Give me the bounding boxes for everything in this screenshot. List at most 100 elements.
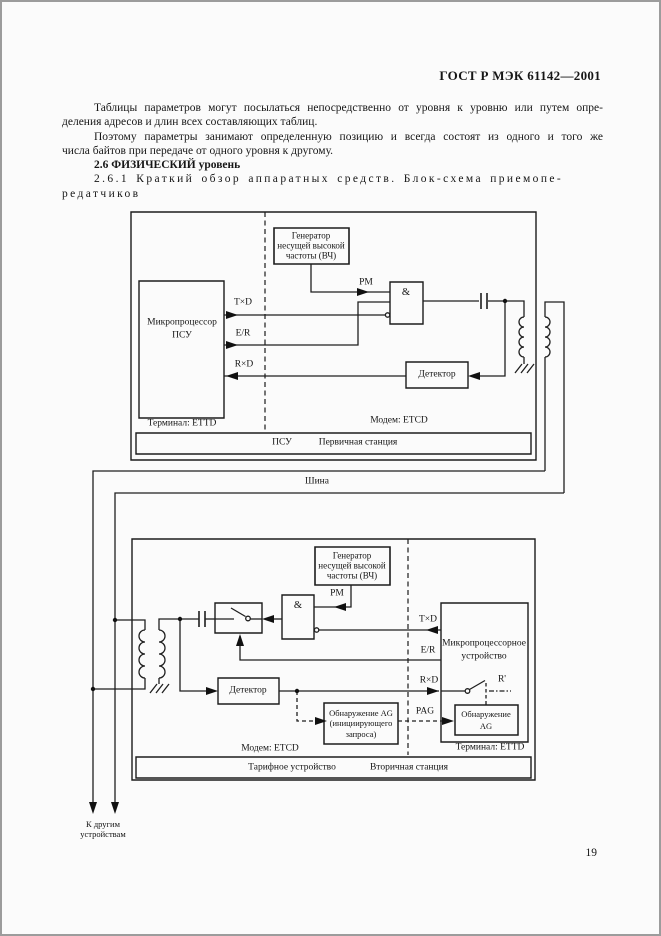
signal-rxd-label: R×D	[419, 675, 439, 686]
arrowhead-detector-1	[468, 372, 480, 380]
hf-generator-box-1	[274, 228, 349, 264]
wire-to-coil-1	[488, 301, 524, 317]
primary-station-bar	[136, 433, 531, 454]
wire-ag-dashed	[297, 691, 315, 721]
ag-request-detect-label: запроса)	[345, 728, 377, 739]
modem-etcd-label: Модем: ETCD	[370, 415, 428, 426]
microprocessor-device-label: Микропроцессорное	[442, 638, 526, 649]
modem-etcd-label: Модем: ETCD	[241, 743, 299, 754]
doc-code: ГОСТ Р МЭК 61142—2001	[439, 68, 601, 83]
arrowhead-rxd-1	[226, 372, 238, 380]
line-switch-box	[215, 603, 262, 633]
bus-arrows	[89, 617, 119, 814]
signal-pm-label: РМ	[359, 277, 373, 288]
secondary-station-bar	[136, 757, 531, 778]
hf-generator-label: Генератор	[332, 550, 372, 561]
r-switch-contact	[465, 689, 470, 694]
wire-bus-to-primary-bottom-2	[93, 678, 145, 689]
bus-line-b	[115, 493, 564, 804]
transformer-primary-coil-2	[139, 630, 145, 678]
transformer-secondary-coil-2	[159, 630, 165, 678]
body-text: Таблицы параметров могут посылаться непо…	[62, 101, 603, 201]
station-bar-secondary-label: Вторичная станция	[369, 762, 449, 773]
arrowhead-pm-2	[334, 603, 346, 611]
signal-rxd-label: R×D	[234, 359, 254, 370]
detector-box-1	[406, 362, 468, 388]
hf-generator-label: частоты (ВЧ)	[326, 570, 378, 581]
to-other-devices-label: устройствам	[80, 828, 126, 839]
microprocessor-device-label: устройство	[461, 651, 507, 662]
signal-er-label: E/R	[235, 328, 251, 339]
terminal-ettd-label: Терминал: ETTD	[455, 742, 525, 753]
r-switch-label: R'	[497, 674, 507, 685]
paragraph-line: Поэтому параметры занимают определенную …	[94, 130, 603, 143]
junction-dot	[177, 616, 183, 622]
station-bar-psu-label: ПСУ	[272, 437, 292, 448]
and-gate-box-1	[390, 282, 423, 324]
hf-generator-label: несущей высокой	[277, 240, 345, 251]
transformer-primary-coil-1	[519, 317, 524, 364]
microprocessor-psu-box	[139, 281, 224, 418]
arrowhead-er-1	[226, 341, 238, 349]
bus-line-a	[93, 471, 545, 804]
junction-dot	[112, 617, 118, 623]
wire-pm-2	[314, 585, 351, 607]
arrowhead-txd-2	[426, 626, 438, 634]
inverter-bubble-1	[385, 313, 389, 317]
wire-to-detector-1	[480, 301, 505, 376]
switch-internals	[215, 608, 511, 705]
arrows-primary	[226, 288, 508, 380]
hf-generator-label: Генератор	[291, 230, 331, 241]
arrowhead-pag	[442, 717, 454, 725]
ag-terminal-detect-label: Обнаружение	[461, 708, 511, 719]
arrowhead-rxd-2	[427, 687, 439, 695]
junction-dot	[90, 686, 96, 692]
hf-generator-label: несущей высокой	[318, 560, 386, 571]
microprocessor-psu-label: Микропроцессор	[147, 317, 217, 328]
signal-txd-label: T×D	[233, 297, 253, 308]
hf-generator-label: частоты (ВЧ)	[285, 250, 337, 261]
arrowhead-detector-2	[206, 687, 218, 695]
switch-arm	[231, 608, 246, 617]
terminal-modem-separators	[265, 212, 408, 755]
junction-dot	[502, 298, 508, 304]
terminal-ettd-label: Терминал: ETTD	[147, 418, 217, 429]
station-bar-primary-label: Первичная станция	[318, 437, 398, 448]
switch-contact	[246, 616, 251, 621]
diagram-boxes	[131, 212, 536, 780]
station-bar-tariff-label: Тарифное устройство	[248, 762, 336, 773]
junction-dot	[294, 688, 300, 694]
wire-to-detector-2	[180, 619, 206, 691]
ground-symbol-2	[150, 684, 169, 693]
bus-label: Шина	[305, 476, 329, 487]
subsection-heading-line: 2.6.1 Краткий обзор аппаратных средств. …	[94, 173, 564, 186]
signal-txd-label: T×D	[418, 614, 438, 625]
arrowhead-txd-1	[226, 311, 238, 319]
wire-secondary-top-1	[545, 302, 564, 493]
to-other-devices-label: К другим	[86, 818, 120, 829]
microprocessor-psu-label: ПСУ	[172, 330, 192, 341]
subsection-heading-line: редатчиков	[62, 187, 141, 200]
arrowhead-bus-b	[111, 802, 119, 814]
arrows-secondary	[177, 603, 454, 725]
ag-request-detect-label: Обнаружение AG	[329, 707, 393, 718]
detector-label: Детектор	[229, 685, 267, 696]
r-switch-arm	[470, 681, 486, 690]
wire-bus-to-primary-top-2	[115, 620, 145, 630]
arrowhead-bus-a	[89, 802, 97, 814]
ground-symbol-1	[515, 364, 534, 373]
ag-request-detect-box	[324, 703, 398, 744]
hf-generator-box-2	[315, 547, 390, 585]
arrowhead-and-out-2	[262, 615, 274, 623]
signal-er-label: E/R	[420, 645, 436, 656]
and-gate-label: &	[401, 286, 411, 298]
section-heading: 2.6 ФИЗИЧЕСКИЙ уровень	[94, 159, 241, 172]
and-gate-label: &	[293, 599, 303, 611]
arrowhead-pm-1	[357, 288, 369, 296]
transformer-secondary-coil-1	[545, 317, 550, 357]
signal-pm-label: РМ	[330, 588, 344, 599]
paragraph-line: деления адресов и длин всех составляющих…	[62, 116, 318, 129]
and-gate-box-2	[282, 595, 314, 639]
